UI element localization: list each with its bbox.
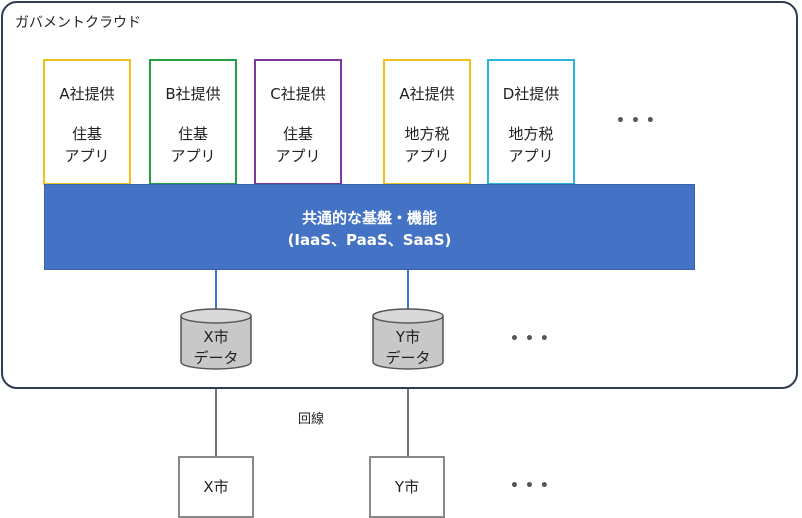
app-name: 住基 アプリ bbox=[64, 125, 110, 165]
database-y: Y市 データ bbox=[371, 307, 445, 371]
app-box-a-tax: A社提供 地方税 アプリ bbox=[383, 59, 471, 185]
connector-platform-ydb bbox=[407, 270, 409, 312]
platform-subtitle: (IaaS、PaaS、SaaS) bbox=[287, 231, 452, 249]
city-label: Y市 bbox=[394, 478, 420, 496]
app-name: 地方税 アプリ bbox=[508, 125, 554, 165]
database-cylinder-icon bbox=[372, 308, 444, 370]
app-box-a-juki: A社提供 住基 アプリ bbox=[43, 59, 131, 185]
database-label: X市 データ bbox=[193, 328, 239, 367]
city-box-x: X市 bbox=[178, 456, 254, 518]
database-label: Y市 データ bbox=[385, 328, 431, 367]
app-vendor: A社提供 bbox=[59, 85, 115, 103]
app-box-d-tax: D社提供 地方税 アプリ bbox=[487, 59, 575, 185]
network-label: 回線 bbox=[298, 412, 325, 427]
app-box-c-juki: C社提供 住基 アプリ bbox=[254, 59, 342, 185]
network-line-y bbox=[407, 389, 409, 456]
city-box-y: Y市 bbox=[369, 456, 445, 518]
database-cylinder-icon bbox=[180, 308, 252, 370]
app-vendor: D社提供 bbox=[502, 85, 560, 103]
app-vendor: C社提供 bbox=[270, 85, 326, 103]
more-cities-ellipsis: ••• bbox=[510, 478, 555, 494]
city-label: X市 bbox=[203, 478, 229, 496]
app-vendor: B社提供 bbox=[165, 85, 221, 103]
database-x: X市 データ bbox=[179, 307, 253, 371]
more-apps-ellipsis: ••• bbox=[616, 113, 661, 129]
platform-title: 共通的な基盤・機能 bbox=[301, 209, 437, 227]
app-name: 住基 アプリ bbox=[170, 125, 216, 165]
more-databases-ellipsis: ••• bbox=[510, 331, 555, 347]
app-name: 住基 アプリ bbox=[275, 125, 321, 165]
government-cloud-boundary: ガバメントクラウド bbox=[1, 1, 798, 389]
app-box-b-juki: B社提供 住基 アプリ bbox=[149, 59, 237, 185]
common-platform-bar: 共通的な基盤・機能 (IaaS、PaaS、SaaS) bbox=[44, 184, 695, 270]
app-name: 地方税 アプリ bbox=[404, 125, 450, 165]
network-line-x bbox=[215, 389, 217, 456]
app-vendor: A社提供 bbox=[399, 85, 455, 103]
connector-platform-xdb bbox=[215, 270, 217, 312]
cloud-title: ガバメントクラウド bbox=[15, 15, 141, 31]
